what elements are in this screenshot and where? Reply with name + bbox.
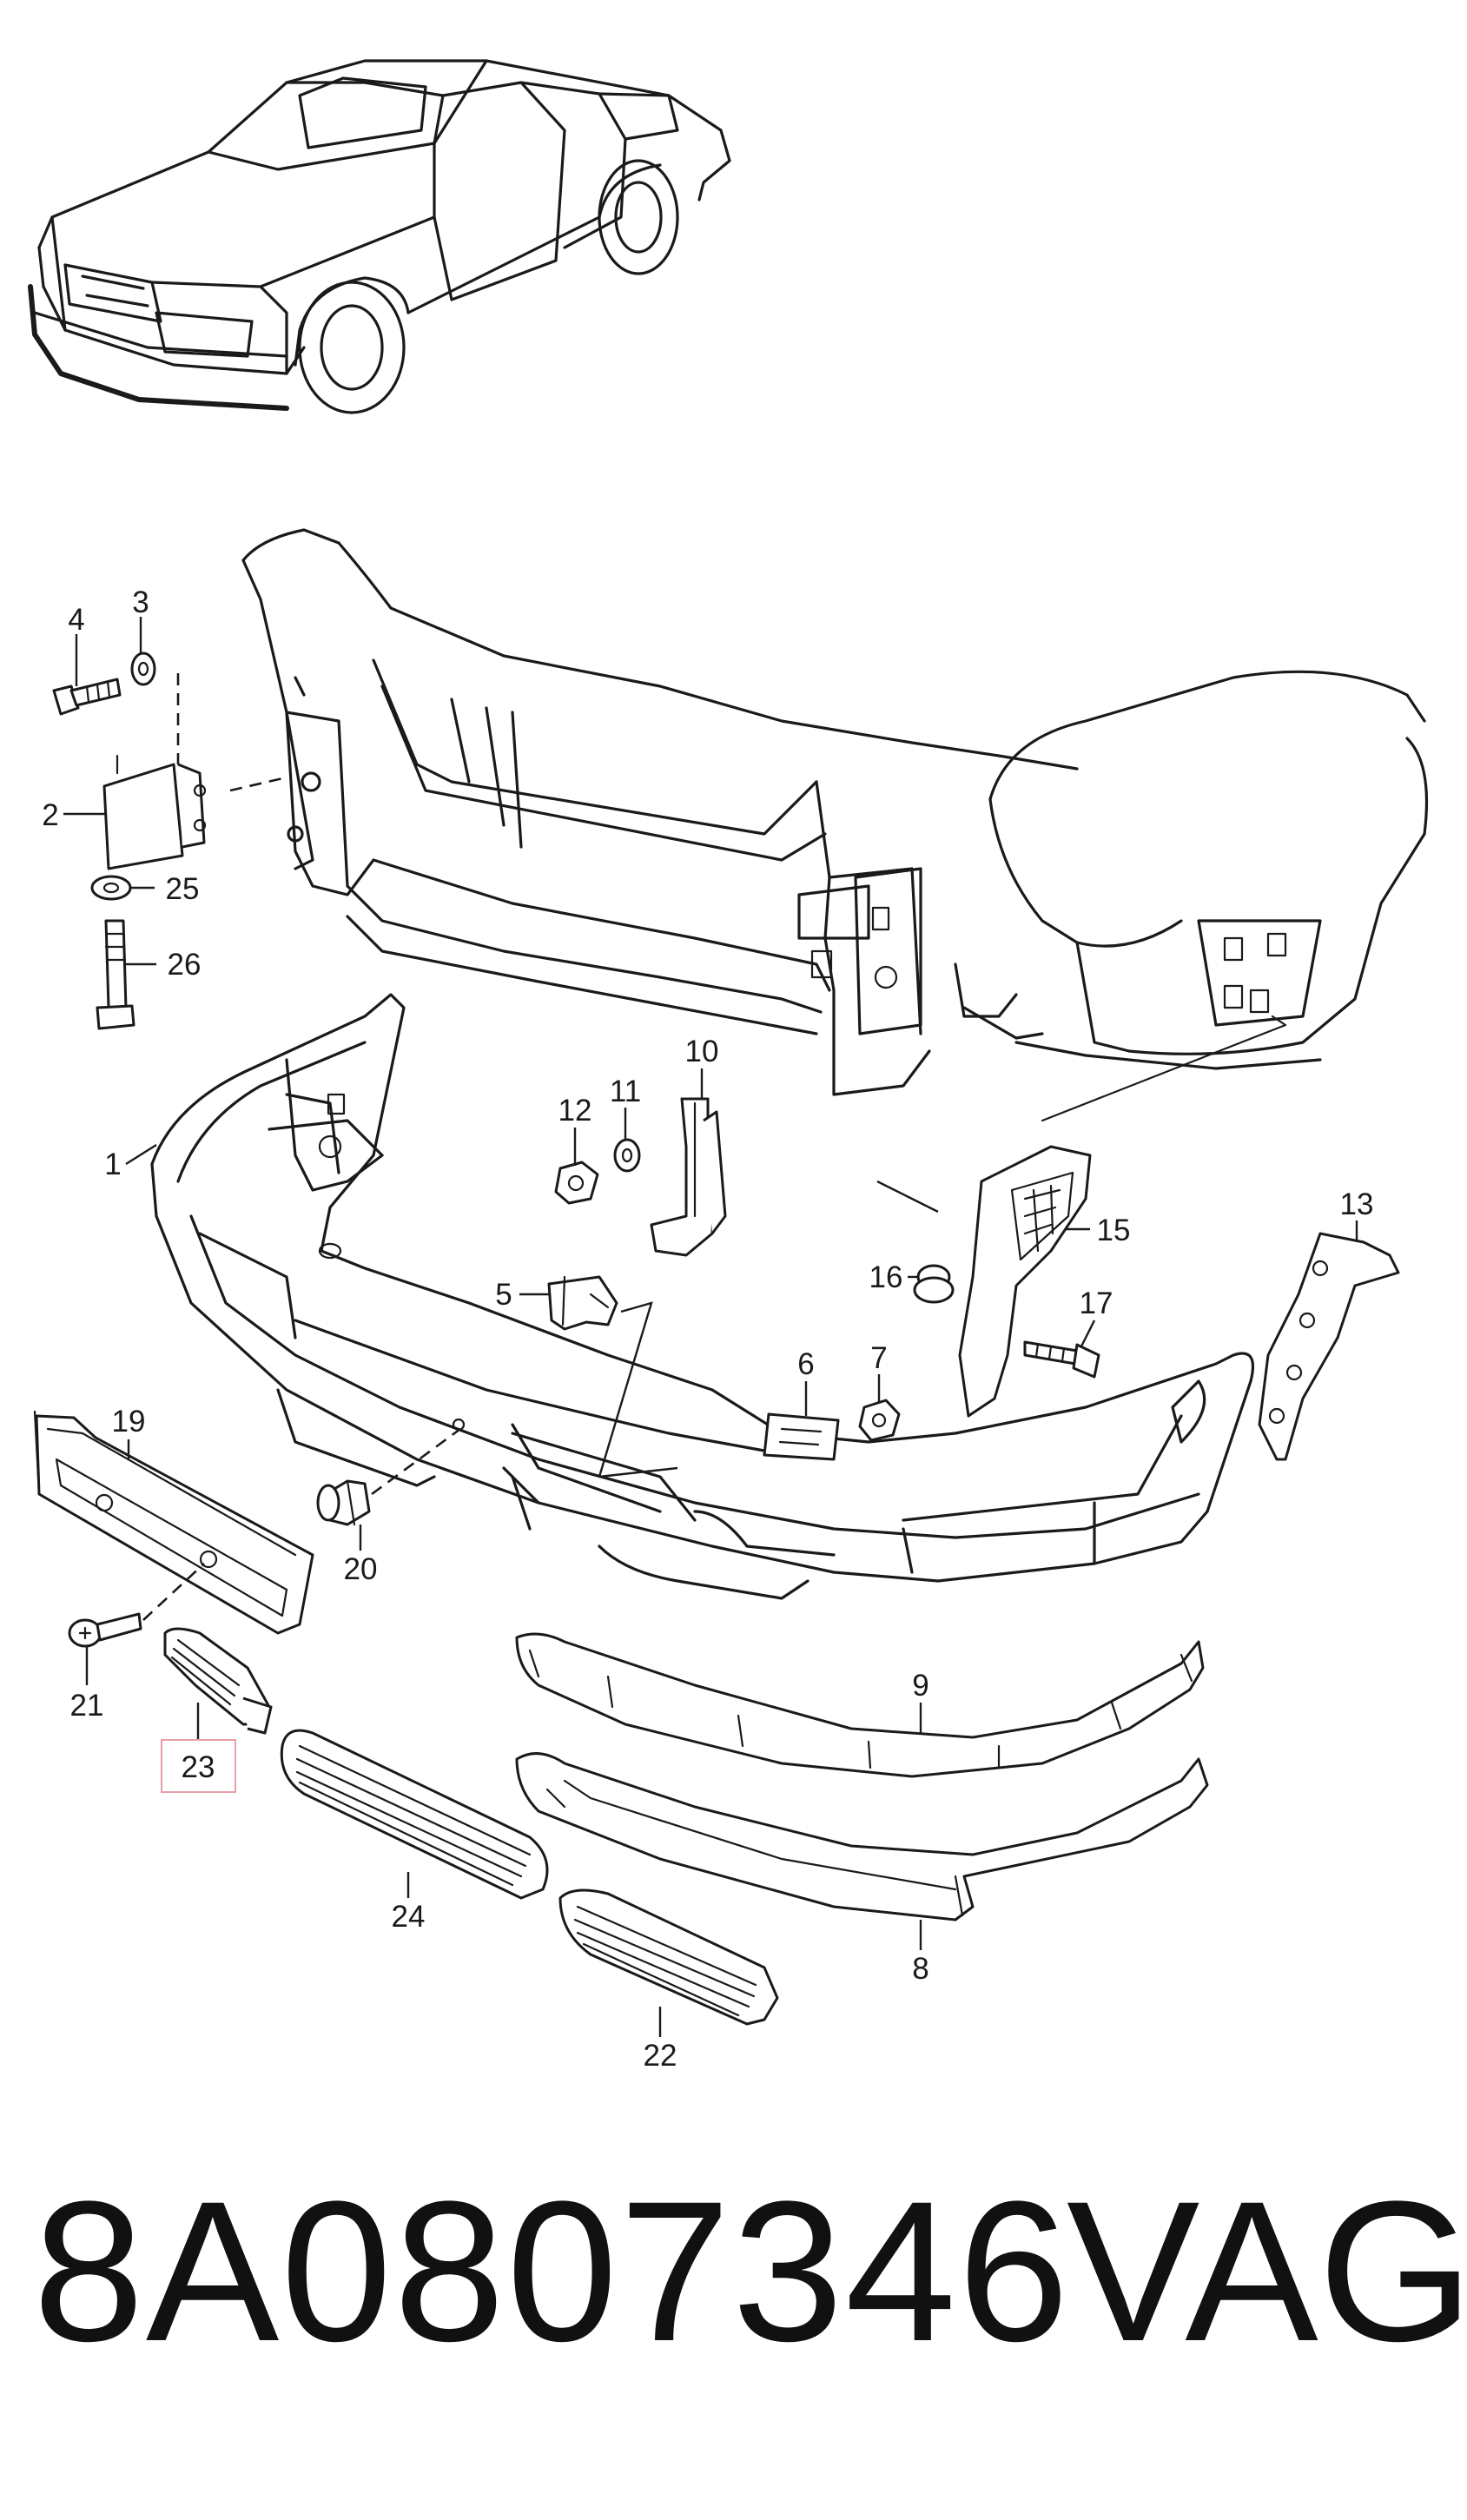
callout-13: 13 — [1340, 1187, 1374, 1221]
stud-part-26 — [96, 919, 135, 1030]
callout-6: 6 — [797, 1347, 814, 1381]
callout-10: 10 — [685, 1035, 719, 1068]
bracket-part-13 — [1258, 1232, 1400, 1461]
grille-insert-part-24 — [280, 1729, 549, 1900]
callout-23-highlight-box — [161, 1739, 236, 1793]
bracket-part-2 — [102, 673, 287, 870]
callout-16: 16 — [869, 1260, 903, 1294]
nut-part-12 — [554, 1161, 599, 1205]
nut-part-7 — [858, 1399, 901, 1442]
screw-part-21 — [68, 1563, 205, 1648]
grommet-part-16 — [913, 1264, 955, 1304]
callout-20: 20 — [344, 1552, 378, 1586]
retainer-part-6 — [763, 1412, 840, 1461]
callout-3: 3 — [132, 585, 149, 619]
plate-holder-part-19 — [33, 1410, 314, 1635]
callout-25: 25 — [166, 872, 200, 906]
car-overview-illustration — [28, 59, 731, 414]
washer-part-3 — [130, 651, 156, 686]
callout-7: 7 — [870, 1341, 887, 1375]
clip-part-20 — [316, 1427, 461, 1526]
callout-19: 19 — [112, 1405, 146, 1439]
spoiler-part-9 — [515, 1632, 1205, 1778]
callout-24: 24 — [392, 1900, 426, 1934]
brand-name: VAG — [1067, 2160, 1467, 2383]
callout-26: 26 — [168, 948, 202, 982]
screw-part-17 — [1023, 1340, 1100, 1379]
washer-part-25 — [90, 875, 132, 901]
grille-insert-part-23 — [163, 1627, 273, 1735]
callout-5: 5 — [495, 1278, 512, 1312]
bumper-cover — [150, 993, 1255, 1600]
callout-23: 23 — [182, 1750, 215, 1784]
callout-21: 21 — [70, 1689, 104, 1723]
callout-4: 4 — [68, 603, 84, 637]
callout-8: 8 — [912, 1952, 928, 1986]
front-body-structure — [241, 528, 1429, 1122]
callout-15: 15 — [1097, 1214, 1131, 1247]
clip-part-5 — [547, 1275, 618, 1331]
callout-2: 2 — [42, 798, 58, 832]
leader-lines — [63, 617, 1358, 2037]
callout-12: 12 — [558, 1094, 592, 1128]
part-number: 8A0807346 — [33, 2160, 1071, 2383]
callout-9: 9 — [912, 1669, 928, 1703]
callout-1: 1 — [104, 1148, 121, 1181]
callout-labels: 4 3 2 25 26 1 12 11 10 5 6 7 16 15 17 13… — [42, 585, 1373, 2073]
bracket-part-10 — [650, 1097, 727, 1257]
bolt-part-4 — [52, 678, 122, 716]
bracket-part-15 — [958, 1145, 1092, 1418]
callout-17: 17 — [1080, 1286, 1113, 1320]
callout-11: 11 — [610, 1075, 641, 1108]
grille-insert-part-22 — [558, 1888, 779, 2026]
callout-22: 22 — [644, 2039, 677, 2073]
washer-part-11 — [613, 1138, 641, 1173]
lower-trim-part-8 — [515, 1752, 1209, 1921]
